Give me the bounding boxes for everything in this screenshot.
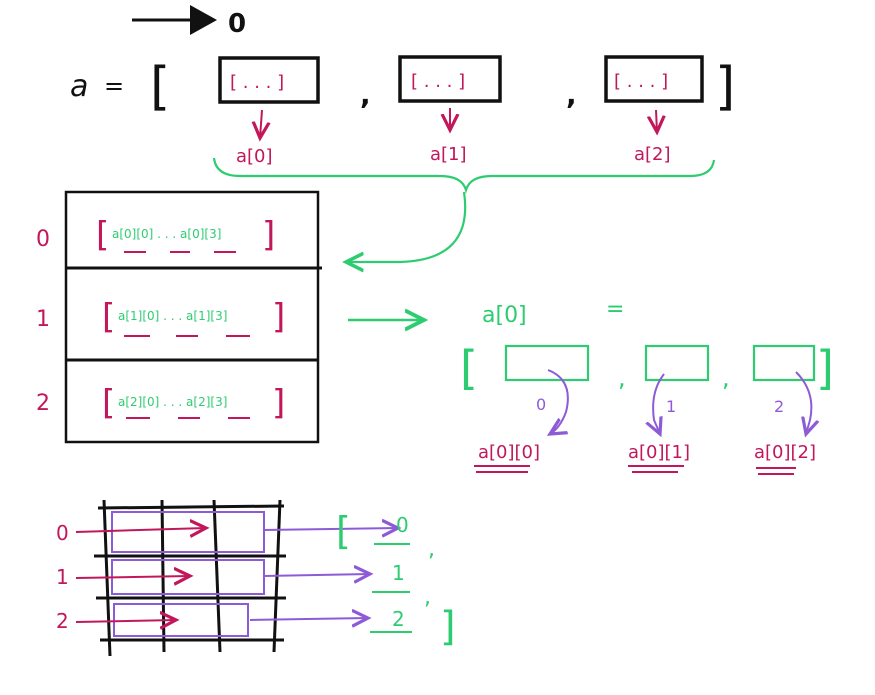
grid-output-value-0: 0 [396, 513, 409, 537]
expansion-box-1 [644, 344, 710, 382]
rows-table-index-2: 2 [36, 391, 50, 416]
grid-purple-arrow-1 [263, 574, 370, 576]
grid-vline-2 [212, 499, 222, 653]
rows-table-bracket-close-1: ] [272, 297, 285, 337]
expansion-index-0: 0 [536, 395, 546, 414]
grid-pink-arrow-1 [75, 576, 190, 578]
pink-down-arrow-0 [260, 109, 262, 138]
inner-placeholder-0: [ . . . ] [230, 72, 284, 93]
expansion-underline-1 [628, 465, 684, 473]
pink-down-arrow-2 [656, 109, 657, 132]
rows-table-index-1: 1 [36, 307, 50, 332]
green-brace [212, 157, 716, 194]
grid-purple-arrow-0 [263, 528, 398, 530]
rows-table-frame [64, 190, 320, 444]
element-label-2: a[2] [634, 144, 671, 165]
element-label-0: a[0] [236, 146, 273, 167]
assignment-open-bracket: [ [150, 57, 170, 117]
grid-row-index-0: 0 [56, 521, 69, 545]
rows-table: 0 1 2 [ a[0][0] . . . a[0][3] ] [ a[1][0… [36, 190, 322, 444]
grid-output-value-2: 2 [392, 607, 405, 631]
assignment-row: a = [ [ . . . ] , [ . . . ] , [ . . . ] … [70, 55, 735, 262]
purple-arrow-1 [653, 373, 665, 434]
rows-table-bracket-close-0: ] [262, 215, 275, 255]
expansion-comma-2: , [722, 364, 730, 392]
green-curve-arrow [346, 191, 467, 262]
expansion-label-2: a[0][2] [754, 442, 816, 463]
top-arrow-label: 0 [228, 9, 246, 39]
grid-row-outline-0 [111, 511, 265, 553]
rows-table-row-0: a[0][0] . . . a[0][3] [112, 227, 221, 241]
top-arrow-group: 0 [132, 5, 246, 39]
rows-table-bracket-open-1: [ [102, 297, 115, 337]
purple-arrow-0 [548, 369, 569, 434]
rows-table-bracket-open-2: [ [102, 383, 115, 423]
purple-arrow-2 [795, 371, 811, 434]
expansion-equals: = [606, 297, 624, 322]
expansion-label-1: a[0][1] [628, 442, 690, 463]
inner-placeholder-2: [ . . . ] [614, 71, 668, 92]
rows-table-row-2: a[2][0] . . . a[2][3] [118, 395, 227, 409]
outer-box-1 [398, 55, 502, 103]
grid-purple-arrow-2 [249, 618, 368, 620]
grid-pink-arrow-0 [75, 528, 206, 532]
expansion-index-2: 2 [774, 397, 784, 416]
outer-box-2 [604, 55, 704, 103]
grid-output-value-1: 1 [392, 561, 405, 585]
assignment-close-bracket: ] [715, 57, 735, 117]
assignment-comma-2: , [566, 78, 577, 111]
grid-output-comma-1: , [428, 537, 435, 562]
outer-box-0 [218, 56, 320, 104]
expansion-box-0 [504, 344, 590, 382]
expansion: a[0] = [ , , ] 0 1 2 a[0][0] a[0][1] a[0… [460, 297, 834, 475]
expansion-label-0: a[0][0] [478, 442, 540, 463]
expansion-lhs: a[0] [482, 303, 527, 328]
rows-table-index-0: 0 [36, 227, 50, 252]
grid-hline-0 [97, 504, 285, 510]
expansion-open-bracket: [ [460, 341, 478, 395]
inner-placeholder-1: [ . . . ] [411, 71, 465, 92]
expansion-comma-1: , [618, 364, 626, 392]
expansion-underline-0 [474, 465, 530, 473]
grid-section: 0 1 2 [ 0 1 2 , , ] [56, 499, 456, 657]
element-label-1: a[1] [430, 144, 467, 165]
expansion-box-2 [752, 344, 816, 382]
grid-row-index-2: 2 [56, 609, 69, 633]
assignment-equals: = [104, 72, 124, 100]
grid-output-close-bracket: ] [440, 604, 456, 650]
grid-pink-arrow-2 [75, 620, 176, 622]
assignment-var: a [70, 69, 88, 104]
expansion-close-bracket: ] [816, 341, 834, 395]
grid-row-outline-2 [113, 603, 249, 637]
rows-table-row-1: a[1][0] . . . a[1][3] [118, 309, 227, 323]
rows-table-bracket-close-2: ] [272, 383, 285, 423]
expansion-underline-2 [756, 467, 796, 475]
rows-table-bracket-open-0: [ [96, 215, 109, 255]
grid-output-underlines [370, 543, 412, 633]
grid-output-comma-2: , [424, 585, 431, 610]
expansion-index-1: 1 [666, 397, 676, 416]
assignment-comma-1: , [360, 78, 371, 111]
grid-output-open-bracket: [ [336, 509, 351, 553]
grid-row-index-1: 1 [56, 565, 69, 589]
